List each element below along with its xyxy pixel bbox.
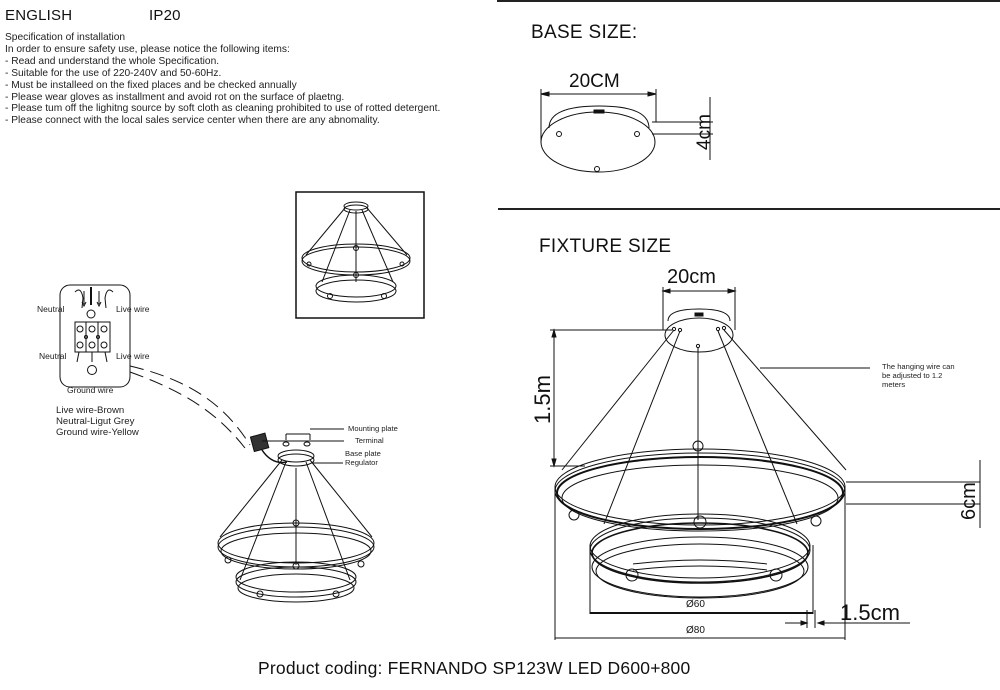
spec-intro: In order to ensure safety use, please no… [5, 43, 290, 55]
outer-diameter-label: Ø80 [686, 625, 705, 636]
base-height-dimension: 4cm [694, 114, 715, 150]
ring-thickness-dimension: 1.5cm [840, 600, 900, 625]
wire-color-legend: Live wire-Brown Neutral-Ligut Grey Groun… [56, 405, 139, 438]
label-ground: Ground wire [67, 385, 114, 395]
top-divider [497, 0, 1000, 2]
label-neutral-top: Neutral [37, 304, 65, 314]
label-neutral-bottom: Neutral [39, 351, 67, 361]
fixture-preview-thumbnail [295, 191, 425, 319]
ring-height-dimension: 6cm [958, 482, 980, 520]
language-heading: ENGLISH [5, 7, 73, 24]
label-live-bottom: Live wire [116, 351, 150, 361]
spec-item: - Please wear gloves as installment and … [5, 91, 345, 103]
label-live-top: Live wire [116, 304, 150, 314]
spec-item: - Please connect with the local sales se… [5, 115, 380, 127]
callout-terminal: Terminal [355, 436, 384, 445]
legend-neutral: Neutral-Ligut Grey [56, 416, 135, 427]
callout-regulator: Regulator [345, 458, 378, 467]
spec-item: - Please tum off the lighitng source by … [5, 103, 441, 115]
spec-item: - Suitable for the use of 220-240V and 5… [5, 67, 222, 79]
callout-base-plate: Base plate [345, 449, 381, 458]
installation-specification: Specification of installation In order t… [5, 32, 440, 127]
section-divider [498, 208, 1000, 210]
spec-item: - Read and understand the whole Specific… [5, 55, 220, 67]
legend-ground: Ground wire-Yellow [56, 427, 139, 438]
canopy-width-dimension: 20cm [667, 266, 716, 288]
spec-item: - Must be installeed on the fixed places… [5, 79, 297, 91]
terminal-block-diagram [59, 284, 251, 449]
assembly-drawing [217, 428, 375, 603]
inner-diameter-label: Ø60 [686, 599, 705, 610]
product-coding: Product coding: FERNANDO SP123W LED D600… [258, 658, 691, 678]
base-size-drawing [540, 89, 713, 173]
callout-mounting-plate: Mounting plate [348, 424, 398, 433]
hanging-wire-note: The hanging wire can be adjusted to 1.2 … [882, 362, 955, 389]
legend-live: Live wire-Brown [56, 405, 125, 416]
fixture-size-drawing [550, 287, 981, 640]
base-width-dimension: 20CM [569, 71, 620, 92]
base-size-title: BASE SIZE: [531, 22, 638, 43]
hanging-height-dimension: 1.5m [530, 375, 555, 424]
fixture-size-title: FIXTURE SIZE [539, 236, 672, 257]
spec-title: Specification of installation [5, 32, 126, 43]
ip-rating: IP20 [149, 7, 181, 24]
